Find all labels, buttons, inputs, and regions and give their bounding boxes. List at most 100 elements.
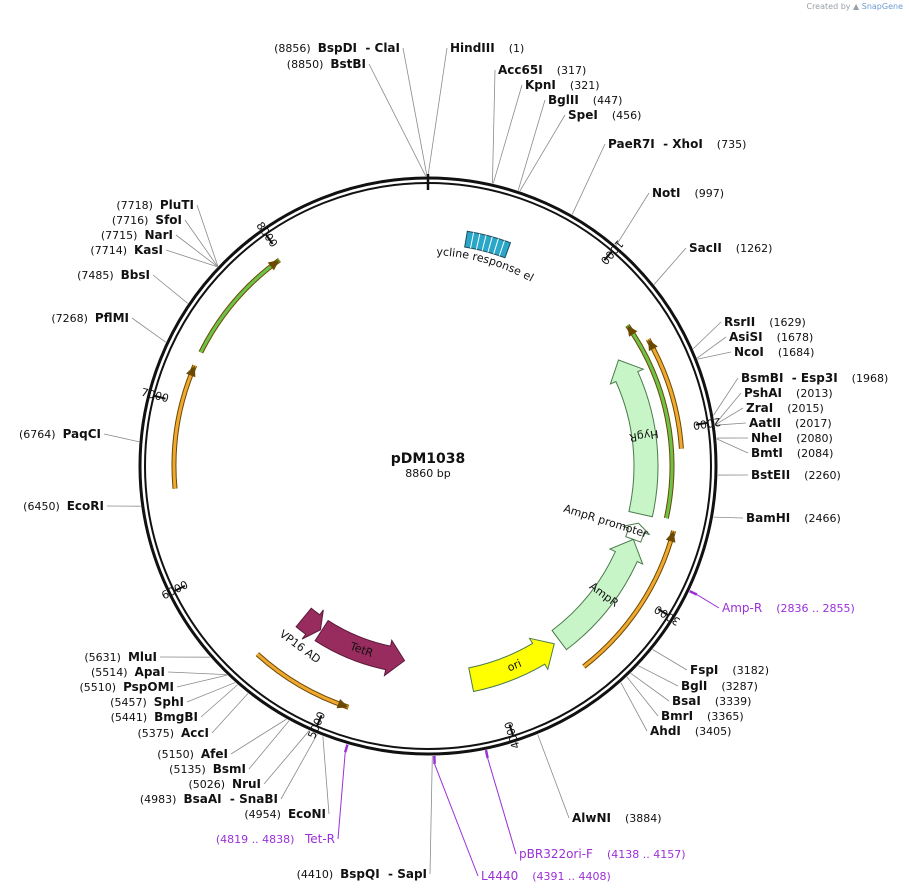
primer-mark	[484, 749, 489, 759]
site-label[interactable]: Acc65I (317)	[498, 63, 586, 77]
site-label[interactable]: HindIII (1)	[450, 41, 524, 55]
site-label[interactable]: (5441) BmgBI	[111, 710, 198, 724]
primer-label[interactable]: Amp-R (2836 .. 2855)	[722, 601, 855, 615]
site-label[interactable]: (5457) SphI	[110, 695, 184, 709]
site-label[interactable]: (5510) PspOMI	[79, 680, 174, 694]
site-leader	[615, 192, 650, 246]
primer-leader	[434, 763, 479, 877]
site-position: (4954)	[244, 808, 281, 821]
site-label[interactable]: BsaI (3339)	[672, 694, 751, 708]
site-label[interactable]: BglI (3287)	[681, 679, 758, 693]
site-separator	[681, 725, 695, 738]
tick-mark	[173, 584, 186, 593]
site-position: (2015)	[787, 402, 824, 415]
site-label[interactable]: ZraI (2015)	[746, 401, 824, 415]
site-label[interactable]: (7714) KasI	[90, 243, 163, 257]
primer-separator	[294, 833, 305, 846]
site-label[interactable]: BstEII (2260)	[751, 468, 841, 482]
site-leader	[713, 377, 739, 416]
site-label[interactable]: BmtI (2084)	[751, 446, 833, 460]
primer-label[interactable]: pBR322ori-F (4138 .. 4157)	[519, 847, 686, 861]
site-position: (456)	[612, 109, 642, 122]
primer-separator	[593, 848, 607, 861]
primer-leader	[337, 752, 346, 840]
site-label[interactable]: (5631) MluI	[84, 650, 157, 664]
tick-mark	[264, 233, 274, 245]
primer-separator	[518, 870, 532, 883]
site-label[interactable]: AatII (2017)	[749, 416, 832, 430]
site-enzyme: HindIII	[450, 41, 495, 55]
site-label[interactable]: (8850) BstBI	[287, 57, 366, 71]
tick-mark	[657, 608, 669, 617]
site-enzyme: AsiSI	[729, 330, 763, 344]
orf-arrowhead	[648, 339, 658, 352]
site-label[interactable]: (5026) NruI	[188, 777, 261, 791]
site-position: (1629)	[769, 316, 806, 329]
primer-label[interactable]: L4440 (4391 .. 4408)	[481, 869, 611, 883]
site-label[interactable]: AhdI (3405)	[650, 724, 731, 738]
site-separator: -	[357, 41, 375, 55]
site-separator	[838, 372, 852, 385]
site-position: (2017)	[795, 417, 832, 430]
site-label[interactable]: (7715) NarI	[101, 228, 173, 242]
site-label[interactable]: NotI (997)	[652, 186, 724, 200]
primer-range: (4391 .. 4408)	[532, 870, 611, 883]
site-label[interactable]: BmrI (3365)	[661, 709, 744, 723]
site-label[interactable]: (7485) BbsI	[77, 268, 150, 282]
site-label[interactable]: PaeR7I - XhoI (735)	[608, 137, 746, 151]
site-separator	[128, 666, 135, 679]
orf-arc	[199, 258, 281, 354]
site-label[interactable]: (4410) BspQI - SapI	[297, 867, 427, 881]
site-label[interactable]: (7718) PluTI	[116, 198, 194, 212]
site-enzyme: NruI	[232, 777, 261, 791]
site-leader	[697, 351, 732, 360]
site-label[interactable]: BamHI (2466)	[746, 511, 841, 525]
site-position: (5375)	[137, 727, 174, 740]
site-label[interactable]: SpeI (456)	[568, 108, 641, 122]
site-enzyme: BspDI	[318, 41, 357, 55]
site-position: (2466)	[804, 512, 841, 525]
site-label[interactable]: (7268) PflMI	[51, 311, 129, 325]
site-label[interactable]: (5135) BsmI	[169, 762, 246, 776]
site-separator	[60, 500, 67, 513]
site-label[interactable]: (6450) EcoRI	[23, 499, 104, 513]
site-label[interactable]: SacII (1262)	[689, 241, 772, 255]
site-label[interactable]: (5514) ApaI	[91, 665, 165, 679]
tre-repeat-divider	[487, 236, 493, 253]
site-label[interactable]: (4983) BsaAI - SnaBI	[140, 792, 278, 806]
site-label[interactable]: (6764) PaqCI	[19, 427, 101, 441]
site-label[interactable]: FspI (3182)	[690, 663, 769, 677]
site-separator	[153, 199, 160, 212]
site-leader	[638, 665, 679, 687]
site-label[interactable]: KpnI (321)	[525, 78, 600, 92]
site-position: (7268)	[51, 312, 88, 325]
site-label[interactable]: NcoI (1684)	[734, 345, 814, 359]
site-label[interactable]: (7716) SfoI	[112, 213, 182, 227]
site-label[interactable]: PshAI (2013)	[744, 386, 833, 400]
site-enzyme: BamHI	[746, 511, 790, 525]
site-separator	[333, 868, 340, 881]
site-separator	[790, 512, 804, 525]
site-enzyme: PshAI	[744, 386, 782, 400]
site-label[interactable]: (8856) BspDI - ClaI	[274, 41, 400, 55]
feature-hygr: HygR	[609, 359, 659, 518]
site-label[interactable]: (5375) AccI	[137, 726, 209, 740]
primer-label[interactable]: (4819 .. 4838) Tet-R	[216, 832, 335, 846]
site-label[interactable]: RsrII (1629)	[724, 315, 806, 329]
site-position: (1262)	[736, 242, 773, 255]
site-label[interactable]: (4954) EcoNI	[244, 807, 326, 821]
credit-brand: SnapGene	[861, 2, 903, 11]
site-label[interactable]: AsiSI (1678)	[729, 330, 813, 344]
site-label[interactable]: BglII (447)	[548, 93, 622, 107]
site-enzyme: BsaI	[672, 694, 701, 708]
site-leader	[211, 693, 249, 734]
site-label[interactable]: AlwNI (3884)	[572, 811, 662, 825]
site-label[interactable]: BsmBI - Esp3I (1968)	[741, 371, 888, 385]
primer-leader	[696, 594, 720, 609]
site-enzyme: SfoI	[155, 213, 182, 227]
primer-range: (2836 .. 2855)	[776, 602, 855, 615]
site-label[interactable]: (5150) AfeI	[157, 747, 228, 761]
site-position: (4983)	[140, 793, 177, 806]
site-label[interactable]: NheI (2080)	[751, 431, 833, 445]
site-separator	[783, 447, 797, 460]
